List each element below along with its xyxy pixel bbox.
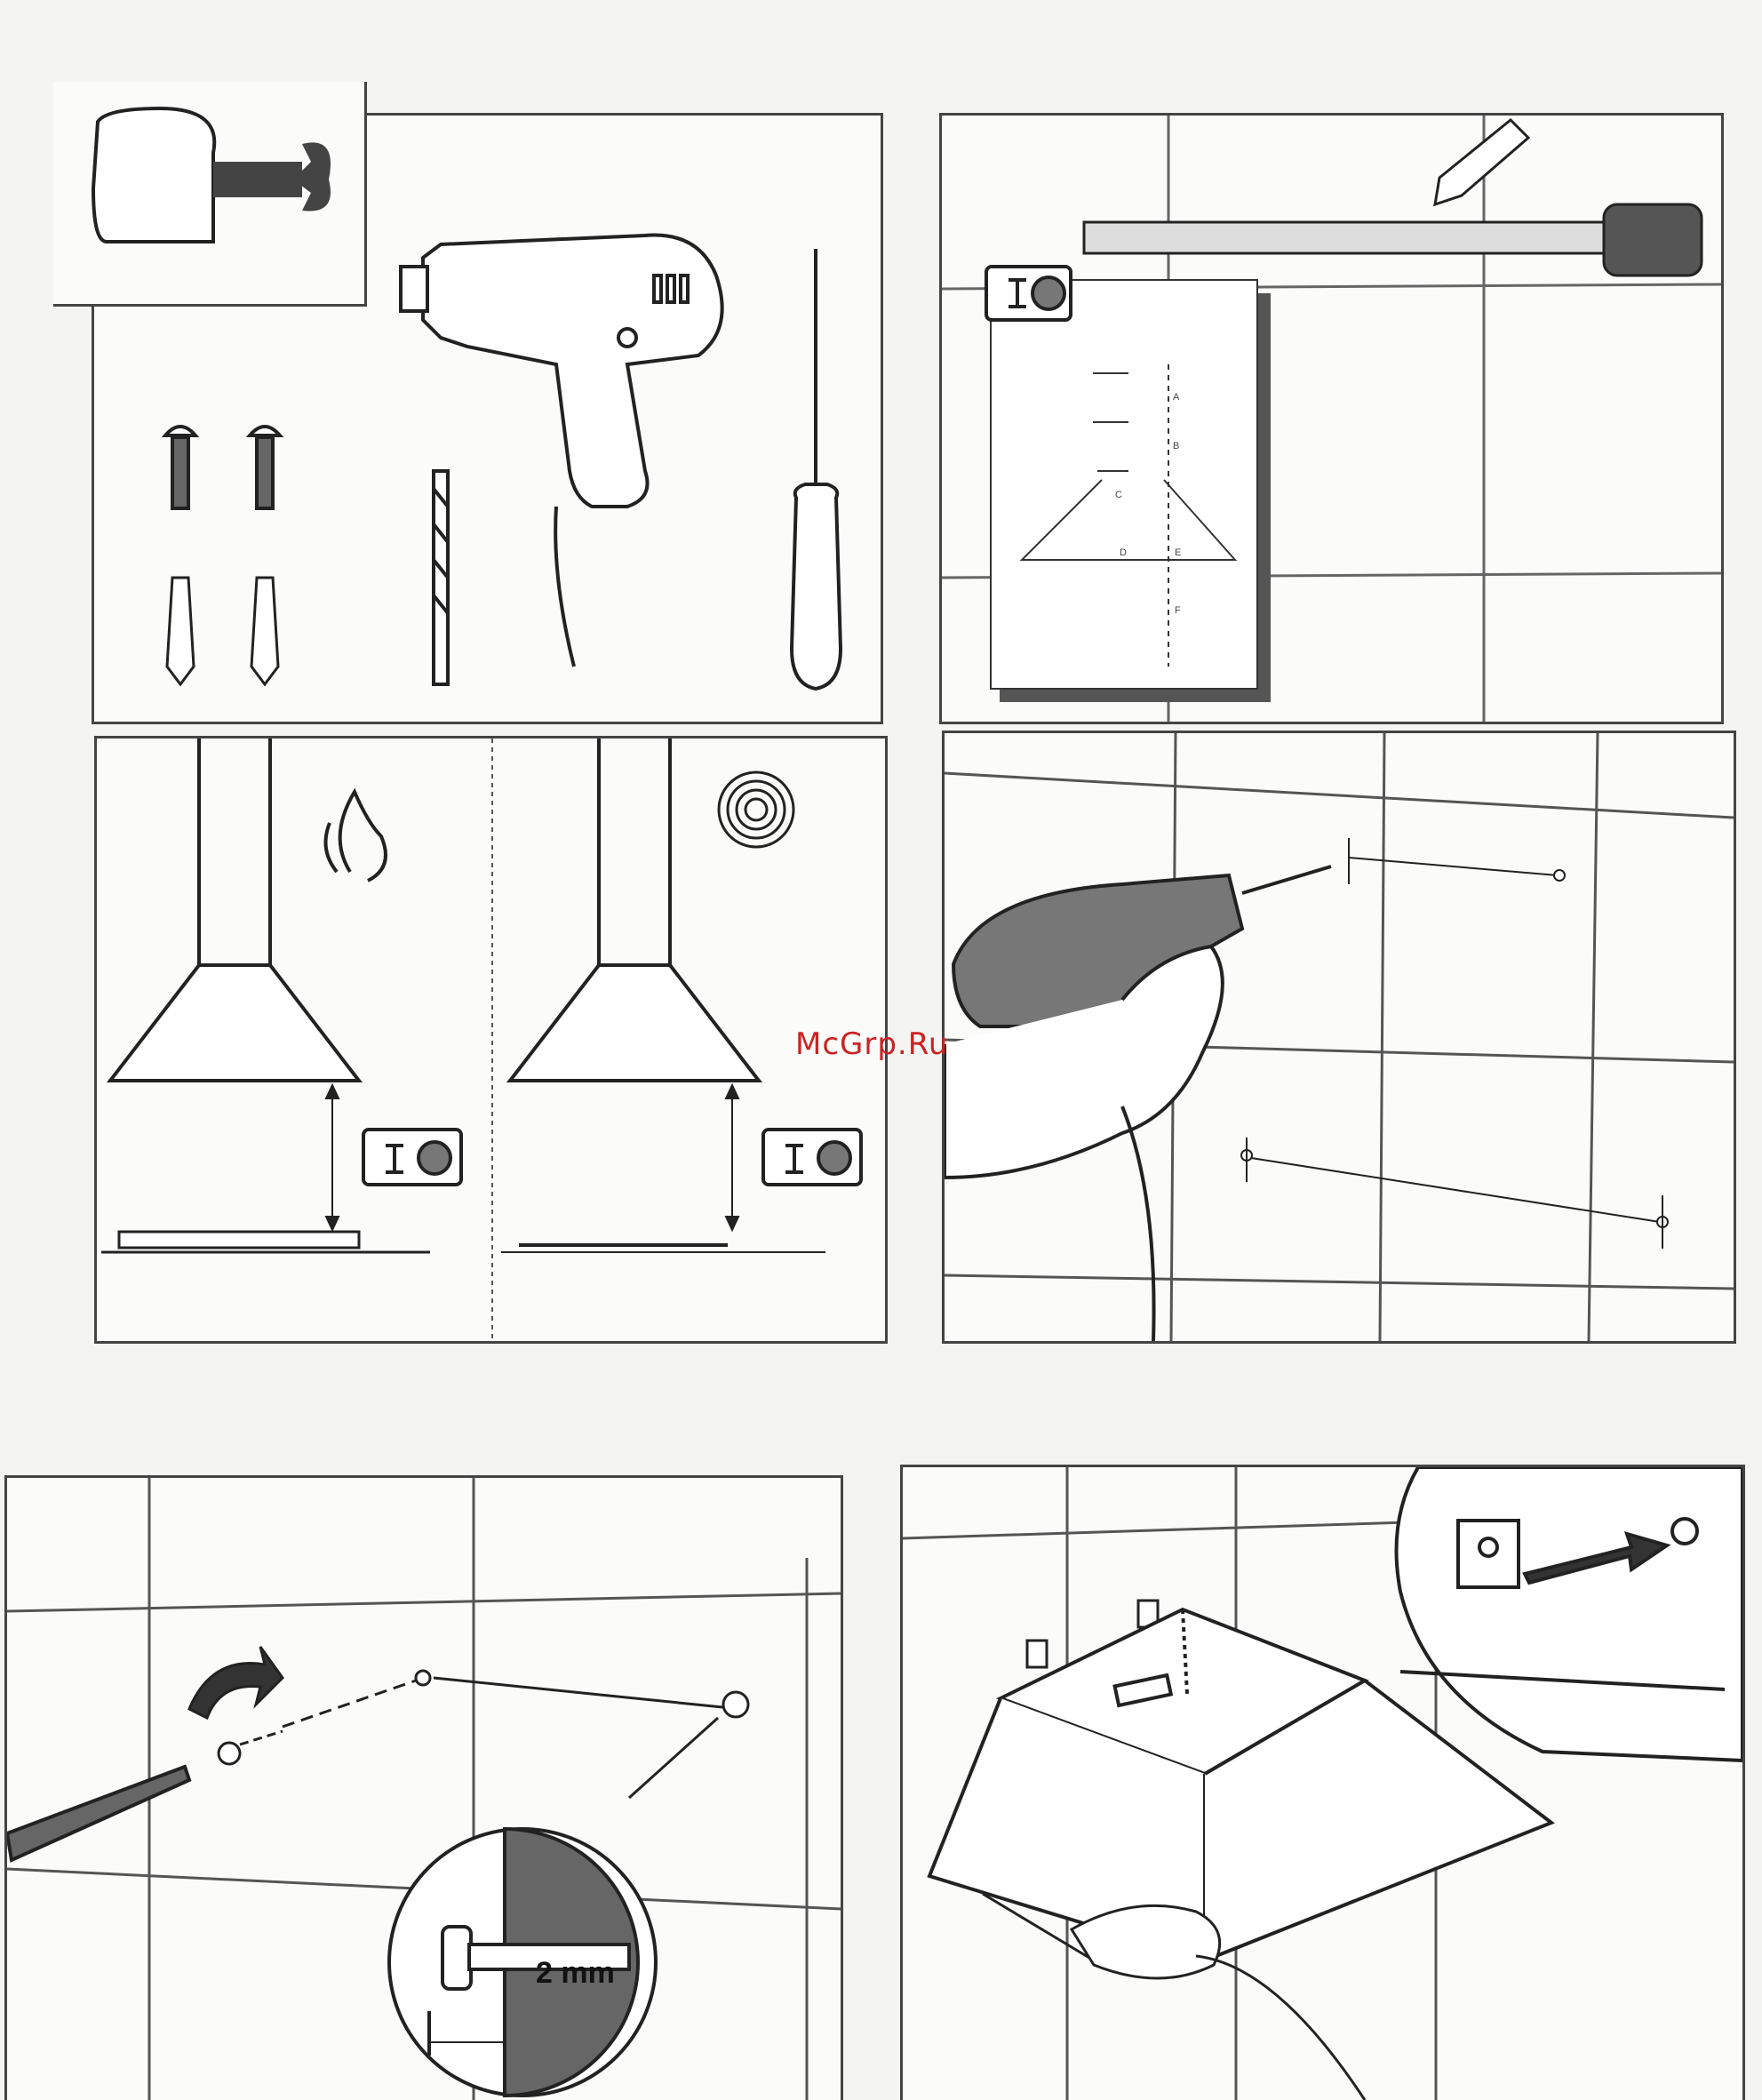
drilling-panel: [942, 731, 1736, 1344]
template-letter-e: E: [1175, 547, 1181, 558]
flame-icon: [326, 792, 387, 881]
instruction-manual-icon: [363, 1130, 461, 1185]
clearance-panel: [94, 736, 888, 1344]
screw-panel: 2 mm: [4, 1475, 843, 2100]
hanging-illustration: [903, 1467, 1742, 2100]
wrench-hand-icon: [53, 82, 364, 304]
screw-icon: [219, 1671, 748, 1798]
drilling-illustration: [945, 733, 1734, 1341]
hand-with-screwdriver-icon: [983, 1894, 1365, 2100]
clearance-arrow-gas: [326, 1085, 339, 1230]
screw-icon: [165, 427, 280, 508]
template-letter-d: D: [1120, 547, 1127, 558]
drill-in-hand-icon: [945, 866, 1331, 1341]
magnified-bracket-detail: [1397, 1467, 1743, 1761]
template-letter-b: B: [1173, 441, 1179, 451]
screwdriver-icon: [7, 1767, 189, 1860]
spiral-hotplate-icon: [719, 772, 793, 847]
hood-outline-gas: [110, 739, 359, 1081]
template-letter-c: C: [1115, 490, 1122, 500]
hang-hood-panel: [900, 1465, 1745, 2100]
instruction-manual-icon: [986, 267, 1071, 320]
screwdriver-icon: [792, 249, 841, 689]
clearance-illustration: [97, 739, 885, 1341]
hood-outline-electric: [510, 739, 759, 1081]
watermark: McGrp.Ru: [795, 1026, 948, 1062]
rotate-arrow-icon: [189, 1647, 283, 1718]
gap-measurement-label: 2 mm: [536, 1956, 615, 1991]
drill-bit-icon: [434, 471, 448, 684]
tape-measure-icon: [1084, 204, 1702, 275]
screwing-illustration: [7, 1478, 841, 2100]
wall-plug-icon: [167, 578, 278, 684]
tools-header-box: [53, 82, 367, 307]
drill-marks: [1241, 838, 1668, 1249]
magnified-detail: [389, 1829, 656, 2096]
instruction-manual-icon: [763, 1130, 861, 1185]
electric-hob: [501, 1245, 825, 1252]
template-sheet: [991, 280, 1257, 689]
gas-hob: [101, 1232, 430, 1252]
pencil-icon: [1435, 120, 1528, 204]
clearance-arrow-electric: [726, 1085, 738, 1230]
measure-panel: A B C D E F: [939, 113, 1724, 724]
template-letter-f: F: [1175, 605, 1181, 616]
template-letter-a: A: [1173, 392, 1180, 403]
measuring-illustration: A B C D E F: [942, 116, 1721, 722]
